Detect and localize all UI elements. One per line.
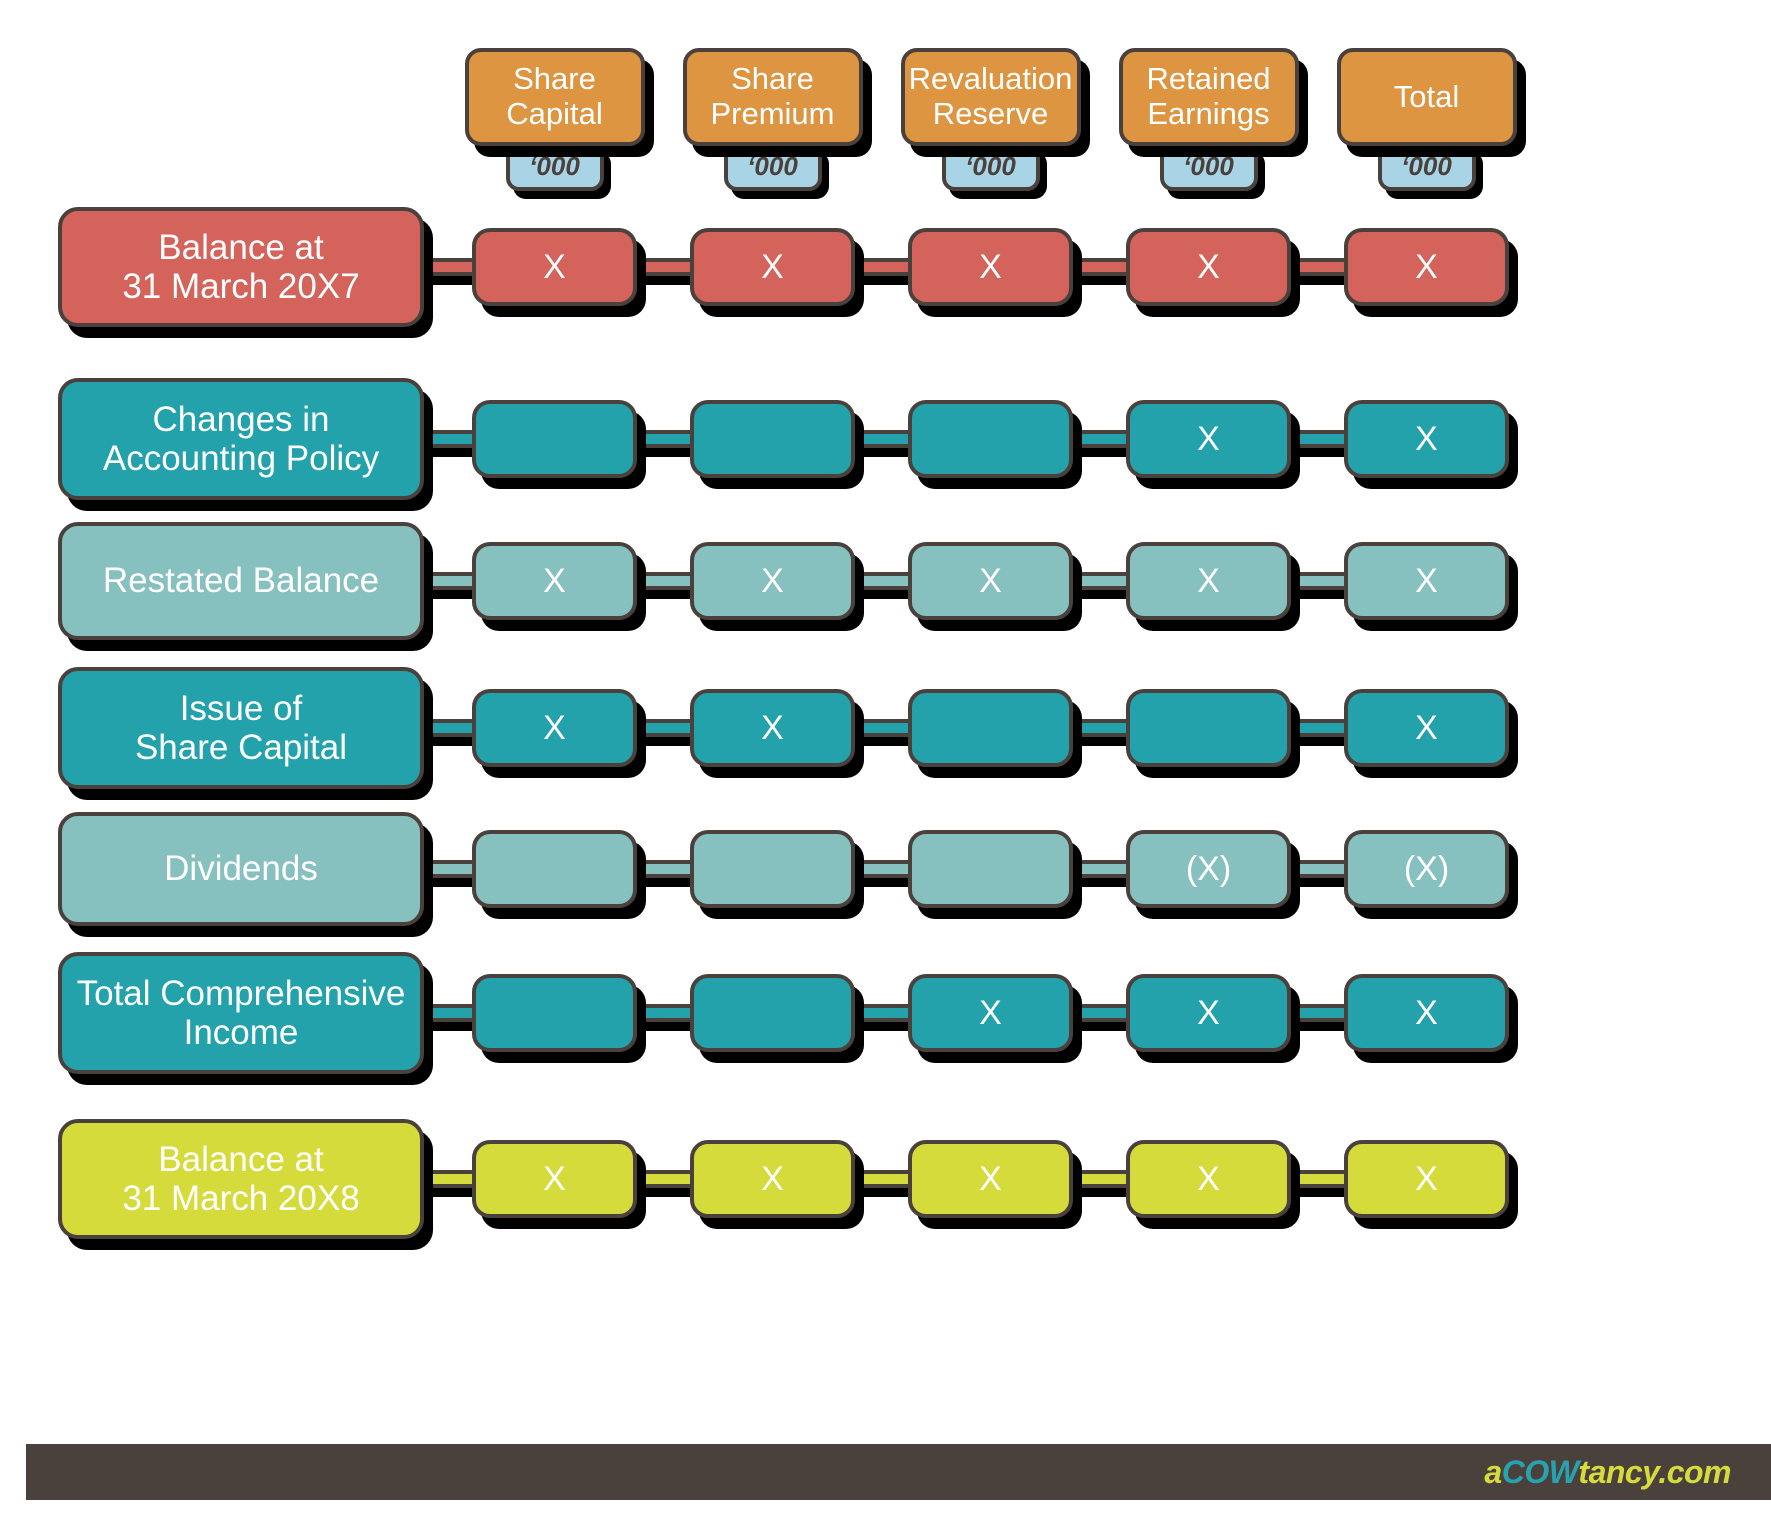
column-unit-2: ‘000 [723, 143, 822, 191]
connector-r5-c3 [1067, 860, 1132, 878]
acowtancy-watermark: aCOWtancy.com [1484, 1454, 1731, 1491]
cell-r2-c4: X [1126, 400, 1291, 478]
connector-r1-c1 [631, 258, 696, 276]
column-unit-4: ‘000 [1159, 143, 1258, 191]
column-unit-3: ‘000 [941, 143, 1040, 191]
connector-r7-c1 [631, 1170, 696, 1188]
column-header-2: Share Premium [682, 48, 863, 146]
connector-r4-c4 [1285, 719, 1350, 737]
column-header-5: Total [1336, 48, 1517, 146]
row-label-2: Changes in Accounting Policy [58, 378, 424, 500]
cell-r3-c5: X [1344, 542, 1509, 620]
connector-label-cell-5 [424, 860, 486, 878]
cell-r2-c3 [908, 400, 1073, 478]
cell-r7-c1: X [472, 1140, 637, 1218]
cell-r7-c2: X [690, 1140, 855, 1218]
cell-r5-c1 [472, 830, 637, 908]
cell-r5-c5: (X) [1344, 830, 1509, 908]
connector-r2-c4 [1285, 430, 1350, 448]
cell-r5-c4: (X) [1126, 830, 1291, 908]
connector-label-cell-4 [424, 719, 486, 737]
connector-r6-c1 [631, 1004, 696, 1022]
connector-r5-c2 [849, 860, 914, 878]
connector-r7-c3 [1067, 1170, 1132, 1188]
cell-r2-c1 [472, 400, 637, 478]
column-header-3: Revaluation Reserve [900, 48, 1081, 146]
cell-r7-c4: X [1126, 1140, 1291, 1218]
connector-r1-c4 [1285, 258, 1350, 276]
cell-r1-c5: X [1344, 228, 1509, 306]
cell-r4-c1: X [472, 689, 637, 767]
cell-r6-c2 [690, 974, 855, 1052]
row-label-6: Total Comprehensive Income [58, 952, 424, 1074]
connector-label-cell-2 [424, 430, 486, 448]
cell-r6-c3: X [908, 974, 1073, 1052]
brand-part-cow: COW [1501, 1453, 1579, 1490]
row-label-5: Dividends [58, 812, 424, 926]
connector-label-cell-7 [424, 1170, 486, 1188]
connector-r6-c3 [1067, 1004, 1132, 1022]
cell-r3-c2: X [690, 542, 855, 620]
connector-r3-c2 [849, 572, 914, 590]
cell-r6-c4: X [1126, 974, 1291, 1052]
cell-r2-c5: X [1344, 400, 1509, 478]
cell-r3-c4: X [1126, 542, 1291, 620]
cell-r4-c2: X [690, 689, 855, 767]
connector-r1-c2 [849, 258, 914, 276]
column-unit-5: ‘000 [1377, 143, 1476, 191]
connector-r5-c1 [631, 860, 696, 878]
column-header-4: Retained Earnings [1118, 48, 1299, 146]
row-label-3: Restated Balance [58, 522, 424, 640]
connector-r5-c4 [1285, 860, 1350, 878]
connector-r6-c2 [849, 1004, 914, 1022]
cell-r2-c2 [690, 400, 855, 478]
column-header-1: Share Capital [464, 48, 645, 146]
cell-r6-c5: X [1344, 974, 1509, 1052]
connector-label-cell-6 [424, 1004, 486, 1022]
row-label-1: Balance at 31 March 20X7 [58, 207, 424, 327]
footer-bar: aCOWtancy.com [26, 1444, 1771, 1500]
cell-r7-c5: X [1344, 1140, 1509, 1218]
cell-r7-c3: X [908, 1140, 1073, 1218]
cell-r4-c5: X [1344, 689, 1509, 767]
cell-r3-c3: X [908, 542, 1073, 620]
connector-label-cell-3 [424, 572, 486, 590]
column-unit-1: ‘000 [505, 143, 604, 191]
connector-r4-c2 [849, 719, 914, 737]
cell-r5-c3 [908, 830, 1073, 908]
cell-r1-c1: X [472, 228, 637, 306]
connector-r4-c3 [1067, 719, 1132, 737]
brand-part-a: a [1484, 1453, 1502, 1490]
row-label-4: Issue of Share Capital [58, 667, 424, 789]
cell-r1-c3: X [908, 228, 1073, 306]
connector-r2-c3 [1067, 430, 1132, 448]
cell-r4-c3 [908, 689, 1073, 767]
connector-r2-c1 [631, 430, 696, 448]
connector-r7-c2 [849, 1170, 914, 1188]
connector-r3-c3 [1067, 572, 1132, 590]
connector-r3-c4 [1285, 572, 1350, 590]
cell-r1-c2: X [690, 228, 855, 306]
connector-r7-c4 [1285, 1170, 1350, 1188]
cell-r4-c4 [1126, 689, 1291, 767]
connector-r3-c1 [631, 572, 696, 590]
cell-r1-c4: X [1126, 228, 1291, 306]
cell-r5-c2 [690, 830, 855, 908]
connector-r2-c2 [849, 430, 914, 448]
brand-part-tancy: tancy.com [1578, 1453, 1731, 1490]
cell-r3-c1: X [472, 542, 637, 620]
row-label-7: Balance at 31 March 20X8 [58, 1119, 424, 1239]
connector-r6-c4 [1285, 1004, 1350, 1022]
connector-r4-c1 [631, 719, 696, 737]
cell-r6-c1 [472, 974, 637, 1052]
connector-label-cell-1 [424, 258, 486, 276]
connector-r1-c3 [1067, 258, 1132, 276]
